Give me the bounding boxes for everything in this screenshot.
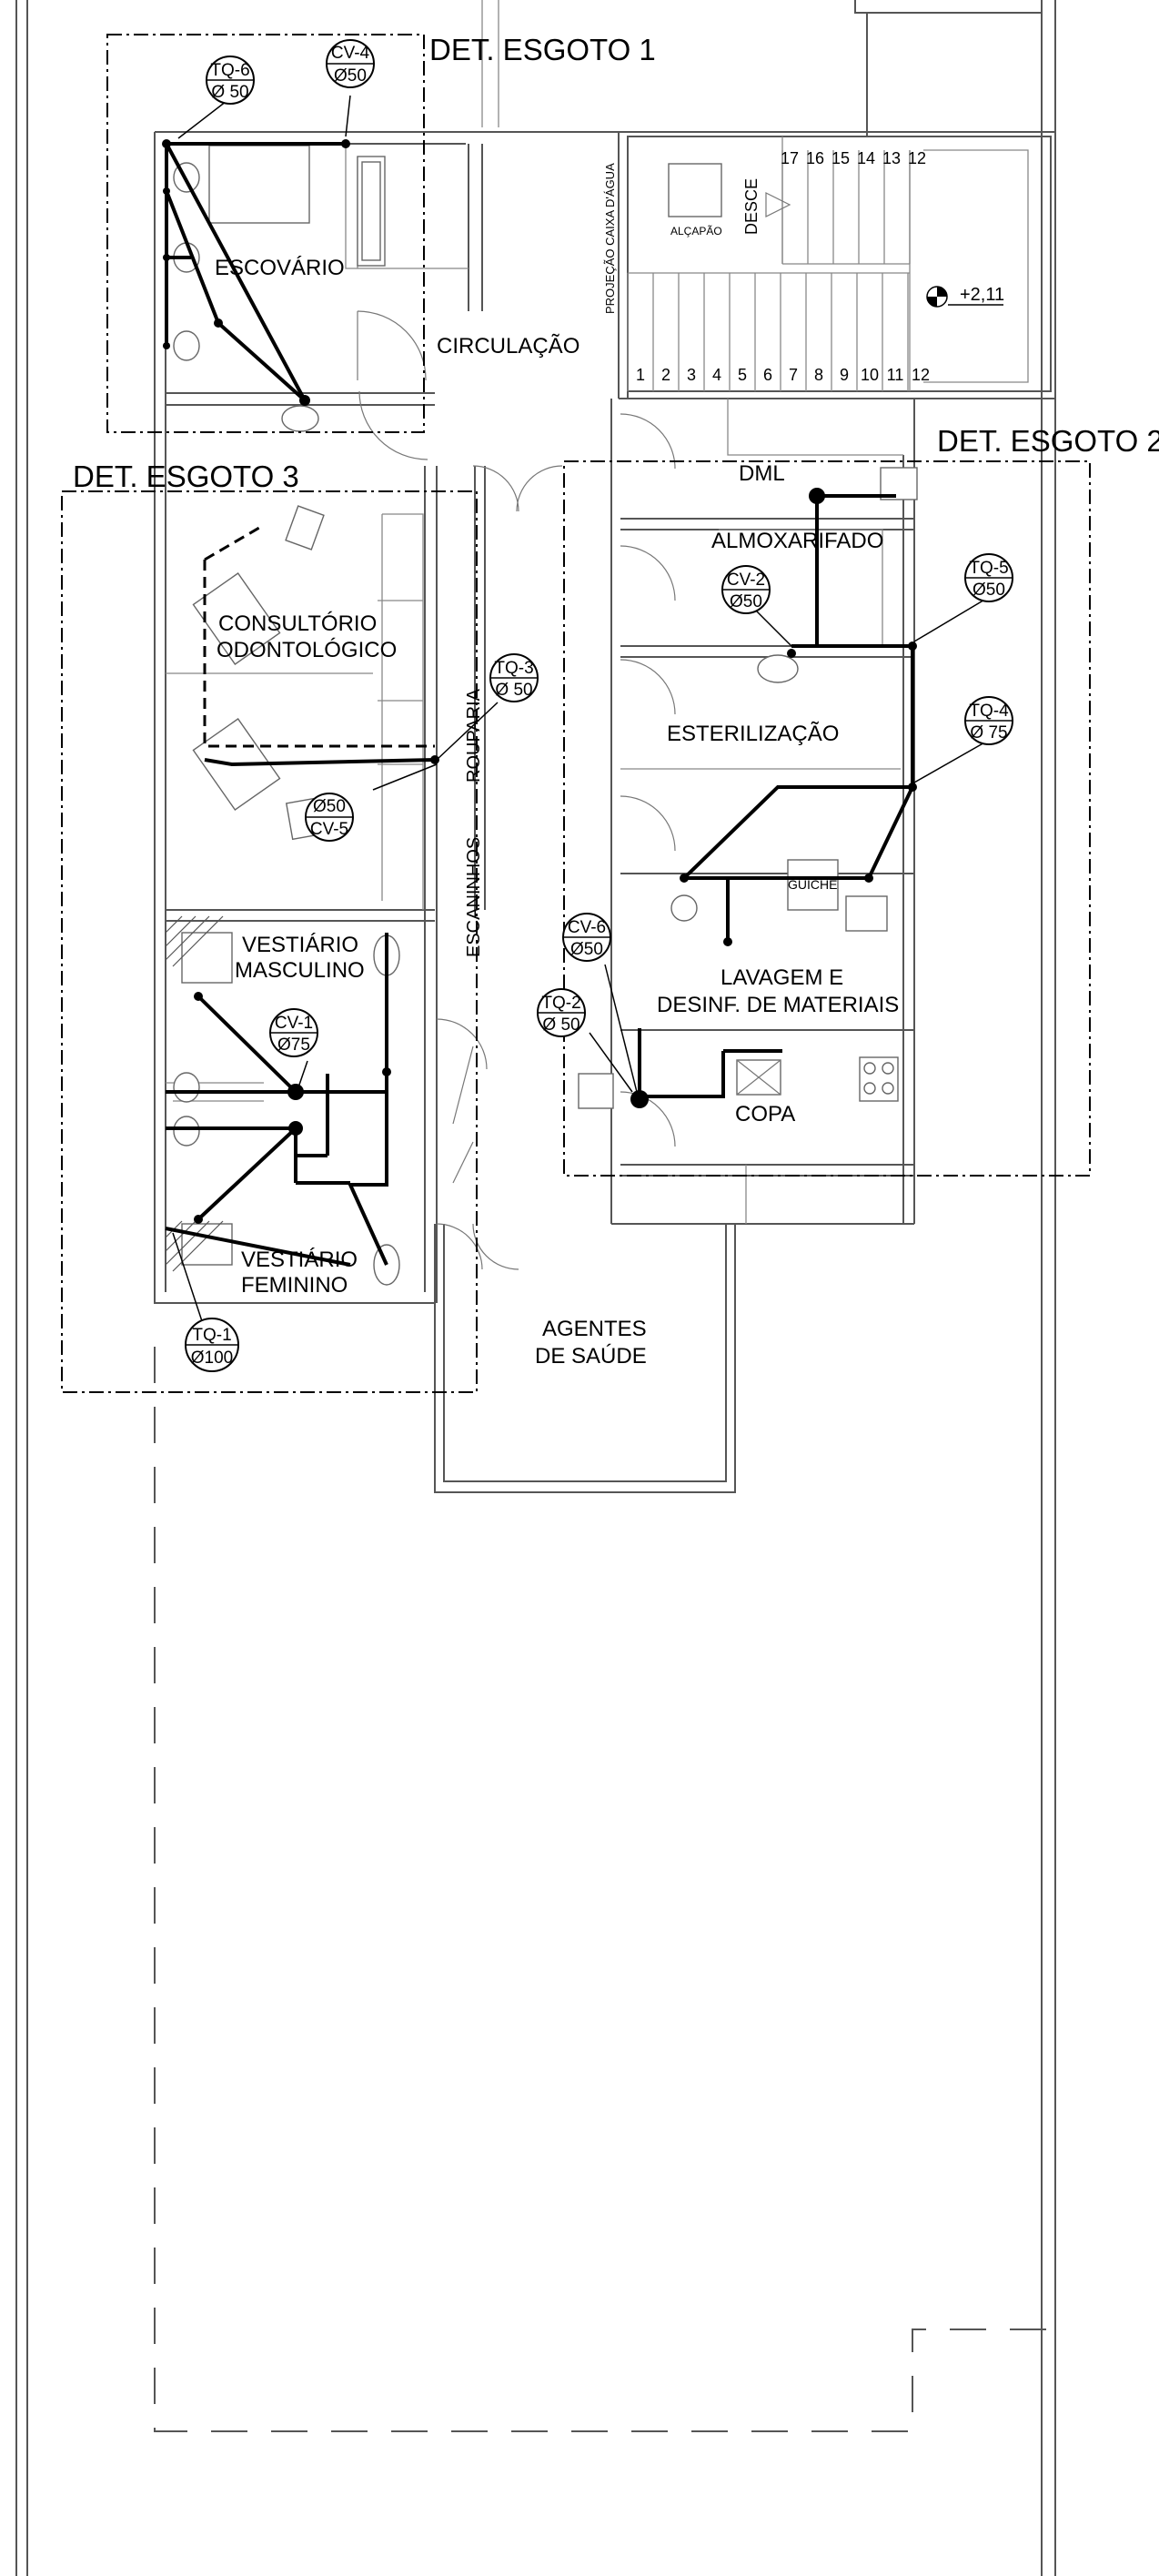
fixtures bbox=[173, 145, 918, 1286]
detail-boundary-2 bbox=[563, 460, 1091, 1177]
detail-boundary-1 bbox=[106, 34, 425, 433]
room-label-vestiario-masc-2: MASCULINO bbox=[235, 958, 365, 983]
stair-step-number: 9 bbox=[840, 366, 849, 384]
tag-diameter: Ø50 bbox=[730, 592, 762, 611]
tag-tq1: TQ-1 Ø100 bbox=[185, 1318, 239, 1372]
inspection-box-dml bbox=[809, 488, 825, 504]
level-label: +2,11 bbox=[960, 285, 1004, 305]
room-label-circulacao: CIRCULAÇÃO bbox=[437, 334, 580, 359]
stair-down-label: DESCE bbox=[742, 178, 761, 235]
tag-id: TQ-3 bbox=[494, 659, 533, 678]
tag-cv5: Ø50 CV-5 bbox=[305, 793, 354, 842]
room-label-vestiario-masc-1: VESTIÁRIO bbox=[242, 933, 358, 957]
room-label-escovario: ESCOVÁRIO bbox=[215, 256, 345, 280]
stair-step-number: 7 bbox=[789, 366, 798, 384]
detail-title-2: DET. ESGOTO 2 bbox=[937, 424, 1159, 458]
tag-id: CV-2 bbox=[727, 571, 765, 590]
stair-step-number: 11 bbox=[887, 366, 904, 384]
detail-boundary-3 bbox=[61, 490, 478, 1393]
room-label-escaninhos: ESCANINHOS bbox=[464, 837, 484, 957]
down-arrow-icon bbox=[765, 192, 791, 217]
room-label-lavagem-2: DESINF. DE MATERIAIS bbox=[657, 993, 899, 1017]
tag-cv2: CV-2 Ø50 bbox=[721, 565, 771, 614]
water-tank-projection-label: PROJEÇÃO CAIXA D'ÁGUA bbox=[603, 163, 617, 314]
building-outline bbox=[15, 0, 1056, 2576]
room-label-copa: COPA bbox=[735, 1102, 795, 1126]
tag-diameter: Ø 50 bbox=[211, 83, 248, 102]
stair-step-number: 17 bbox=[781, 149, 799, 167]
tag-tq6: TQ-6 Ø 50 bbox=[206, 56, 255, 105]
hatch-symbol bbox=[668, 163, 722, 217]
tag-cv1: CV-1 Ø75 bbox=[269, 1008, 318, 1057]
stair-step-number: 12 bbox=[908, 149, 926, 167]
stair-step-number: 5 bbox=[738, 366, 747, 384]
room-label-lavagem-1: LAVAGEM E bbox=[721, 965, 843, 990]
detail-title-3: DET. ESGOTO 3 bbox=[73, 460, 299, 493]
stair-step-number: 16 bbox=[806, 149, 824, 167]
room-label-consultorio-1: CONSULTÓRIO bbox=[218, 611, 377, 636]
tag-tq4: TQ-4 Ø 75 bbox=[964, 696, 1013, 745]
tag-id: CV-5 bbox=[310, 820, 348, 839]
tag-diameter: Ø50 bbox=[973, 581, 1005, 600]
stair-step-number: 13 bbox=[882, 149, 901, 167]
stair-step-number: 3 bbox=[687, 366, 696, 384]
bench-hatch bbox=[165, 915, 224, 1272]
room-label-guiche: GUICHÊ bbox=[788, 877, 837, 892]
room-label-almoxarifado: ALMOXARIFADO bbox=[711, 529, 883, 553]
tag-id: CV-6 bbox=[568, 918, 606, 937]
tag-id: TQ-4 bbox=[969, 702, 1009, 721]
room-label-consultorio-2: ODONTOLÓGICO bbox=[217, 638, 397, 662]
stair-step-number: 14 bbox=[857, 149, 875, 167]
tag-id: TQ-5 bbox=[969, 559, 1008, 578]
tag-leaders bbox=[172, 95, 987, 1325]
lot-boundary bbox=[154, 1347, 1055, 2432]
stair-step-number: 6 bbox=[763, 366, 772, 384]
tag-diameter: Ø100 bbox=[191, 1349, 233, 1368]
hatch-label: ALÇAPÃO bbox=[670, 225, 722, 237]
stair-step-number: 4 bbox=[712, 366, 721, 384]
tag-diameter: Ø 50 bbox=[542, 1015, 580, 1035]
tag-tq5: TQ-5 Ø50 bbox=[964, 553, 1013, 602]
room-label-esterilizacao: ESTERILIZAÇÃO bbox=[667, 722, 839, 746]
inspection-box-cv6 bbox=[630, 1090, 649, 1108]
tag-diameter: Ø 75 bbox=[970, 723, 1007, 742]
tag-diameter: Ø50 bbox=[570, 940, 603, 959]
stair-step-number: 1 bbox=[636, 366, 645, 384]
stair-step-number: 12 bbox=[912, 366, 930, 384]
pipe-nodes bbox=[162, 139, 917, 1224]
tag-diameter: Ø50 bbox=[313, 797, 346, 816]
room-label-vestiario-fem-2: FEMININO bbox=[241, 1273, 348, 1298]
inspection-box-cv1 bbox=[287, 1084, 304, 1100]
tag-id: CV-1 bbox=[275, 1014, 313, 1033]
room-label-dml: DML bbox=[739, 461, 785, 486]
stair-step-number: 2 bbox=[661, 366, 670, 384]
tag-diameter: Ø 50 bbox=[495, 681, 532, 700]
detail-title-1: DET. ESGOTO 1 bbox=[429, 33, 656, 66]
tag-id: TQ-6 bbox=[210, 61, 249, 80]
tag-tq2: TQ-2 Ø 50 bbox=[537, 988, 586, 1037]
tag-id: TQ-2 bbox=[541, 994, 580, 1013]
tag-id: CV-4 bbox=[331, 44, 370, 63]
tag-cv6: CV-6 Ø50 bbox=[562, 913, 611, 962]
stair-step-number: 8 bbox=[814, 366, 823, 384]
stair-step-number: 15 bbox=[831, 149, 850, 167]
room-label-agentes-1: AGENTES bbox=[542, 1317, 647, 1341]
sewage-pipes bbox=[165, 142, 914, 1267]
room-label-agentes-2: DE SAÚDE bbox=[535, 1344, 647, 1369]
room-label-rouparia: ROUPARIA bbox=[464, 688, 484, 783]
tag-id: TQ-1 bbox=[192, 1326, 231, 1345]
tag-cv4: CV-4 Ø50 bbox=[326, 39, 375, 88]
room-label-vestiario-fem-1: VESTIÁRIO bbox=[241, 1248, 358, 1272]
tag-diameter: Ø75 bbox=[277, 1035, 310, 1055]
tag-tq3: TQ-3 Ø 50 bbox=[489, 653, 539, 702]
level-marker-icon bbox=[926, 286, 1003, 308]
tag-diameter: Ø50 bbox=[334, 66, 367, 86]
door-swings bbox=[357, 310, 676, 1270]
stair-step-number: 10 bbox=[861, 366, 879, 384]
